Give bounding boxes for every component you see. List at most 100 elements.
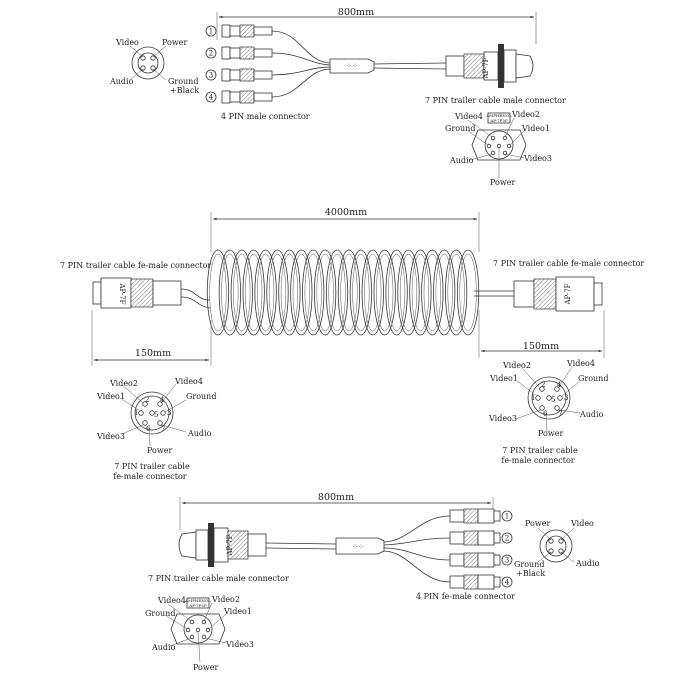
bottom-length-label: 800mm — [318, 492, 354, 503]
coil-loop-inner — [316, 253, 334, 332]
bot7-video1: Video1 — [223, 607, 252, 616]
coil-loop — [314, 249, 337, 336]
top7-ground: Ground — [445, 124, 475, 133]
coil-loop — [456, 249, 480, 336]
bot7-audio: Audio — [151, 643, 176, 652]
top7-power: Power — [490, 178, 515, 187]
bottom-4pin-face: Power Video Ground +Black Audio — [514, 519, 600, 578]
coil-loop-inner — [245, 253, 263, 332]
top-number-markers: 1 2 3 4 — [205, 25, 217, 103]
mid-left-video3: Video3 — [96, 432, 125, 441]
coil-loop — [206, 249, 230, 336]
bottom-4pin-plugs — [449, 508, 501, 590]
top7-video4: Video4 — [454, 112, 483, 121]
top-number-1: 1 — [209, 28, 213, 36]
coil-loop — [445, 249, 468, 336]
svg-text:1: 1 — [134, 409, 138, 417]
coil-loop — [254, 249, 277, 336]
coil-loop-inner — [340, 253, 358, 332]
coil-loop-inner — [257, 253, 275, 332]
middle-left-connector-label: 7 PIN trailer cable fe-male connector — [60, 261, 211, 270]
coil-loop-inner — [376, 253, 394, 332]
coil-loop-inner — [388, 253, 406, 332]
bottom-dimension: 800mm — [179, 492, 494, 530]
mid-left-video2: Video2 — [109, 379, 138, 388]
bottom-male-connector-label: 7 PIN trailer cable male connector — [148, 574, 289, 583]
top-dimension: 800mm — [216, 7, 537, 44]
top-4pin-face: Video Power Audio Ground +Black — [109, 38, 199, 95]
bottom-pin-audio: Audio — [575, 559, 600, 568]
svg-text:3: 3 — [564, 394, 568, 402]
svg-text:⁘⁘: ⁘⁘ — [346, 62, 358, 70]
svg-text:5: 5 — [551, 396, 555, 404]
coil-loop — [325, 249, 349, 336]
bottom-number-3: 3 — [505, 557, 509, 565]
coil-loop — [278, 249, 301, 336]
coil-loop — [242, 249, 265, 336]
coil-loop-inner — [304, 253, 322, 332]
top-wires: ⁘⁘ — [271, 30, 447, 98]
bottom-number-markers: 1 2 3 4 — [501, 510, 513, 588]
bottom-number-2: 2 — [505, 535, 509, 543]
top7-video3: Video3 — [523, 154, 552, 163]
bottom-4pin-label: 4 PIN fe-male connector — [416, 592, 515, 601]
coil-loop — [266, 249, 289, 336]
coil-loop-inner — [435, 253, 453, 332]
top-pin-audio: Audio — [109, 77, 134, 86]
top-4pin-plugs — [221, 24, 273, 104]
top-length-label: 800mm — [338, 7, 374, 18]
svg-text:3: 3 — [167, 409, 171, 417]
bottom-pin-video: Video — [570, 519, 594, 528]
svg-text:1: 1 — [531, 394, 535, 402]
svg-text:AP-7F: AP-7F — [482, 57, 490, 79]
bottom-pin-black: +Black — [516, 569, 545, 578]
svg-text:6: 6 — [146, 425, 151, 433]
top-7pin-face: AMPHENOL AP-7F5P Video4 Video2 Ground Vi… — [445, 110, 552, 187]
coil-loop — [361, 249, 384, 336]
coil-loop-inner — [447, 253, 465, 332]
top-pin-video: Video — [115, 38, 139, 47]
middle-right-face: 2 4 1 3 5 6 7 Video2 Video4 Video1 Groun… — [488, 359, 608, 465]
coil-loop-inner — [352, 253, 370, 332]
bot7-power: Power — [193, 663, 218, 672]
svg-text:⁘⁘: ⁘⁘ — [352, 543, 364, 551]
top-male-connector-label: 7 PIN trailer cable male connector — [425, 96, 566, 105]
mid-right-video2: Video2 — [502, 361, 531, 370]
mid-left-power: Power — [147, 446, 172, 455]
coil-loop — [337, 249, 361, 336]
svg-text:5: 5 — [154, 411, 158, 419]
svg-text:AP-7F: AP-7F — [226, 534, 234, 556]
coil-loop-inner — [399, 253, 418, 332]
svg-text:6: 6 — [543, 410, 548, 418]
mid-right-caption-1: 7 PIN trailer cable — [502, 446, 578, 455]
mid-right-audio: Audio — [579, 410, 604, 419]
mid-right-power: Power — [538, 429, 563, 438]
svg-text:AP-7F5P: AP-7F5P — [489, 118, 508, 123]
coil-loop-inner — [411, 253, 429, 332]
top-pin-ground: Ground — [168, 77, 198, 86]
mid-right-caption-2: fe-male connector — [501, 456, 574, 465]
bot7-video4: Video4 — [157, 596, 186, 605]
middle-length-label: 4000mm — [325, 207, 367, 218]
top-number-4: 4 — [209, 94, 214, 102]
coil-loop-inner — [209, 253, 227, 332]
middle-dimension: 4000mm — [210, 207, 480, 252]
mid-right-video1: Video1 — [489, 374, 518, 383]
bottom-assembly: 800mm AP-7F ⁘⁘ — [145, 492, 600, 672]
mid-left-caption-1: 7 PIN trailer cable — [114, 462, 190, 471]
bottom-number-4: 4 — [505, 579, 510, 587]
top-number-2: 2 — [209, 50, 213, 58]
top7-video1: Video1 — [521, 124, 550, 133]
coil-loop — [421, 249, 444, 336]
coil-loop — [409, 249, 432, 336]
coil-loop-inner — [292, 253, 310, 332]
bottom-7pin-face: AMPHENOL AP-7F5P Video4 Video2 Ground Vi… — [145, 595, 254, 672]
coil-loop — [218, 249, 241, 336]
mid-right-video4: Video4 — [566, 359, 595, 368]
middle-offset-dimensions: 150mm 150mm — [91, 310, 605, 366]
middle-assembly: 4000mm 7 PIN trailer cable fe-male conne… — [60, 207, 644, 481]
coil-loop — [373, 249, 396, 336]
middle-right-offset: 150mm — [523, 341, 559, 352]
bottom-pin-power: Power — [525, 519, 550, 528]
